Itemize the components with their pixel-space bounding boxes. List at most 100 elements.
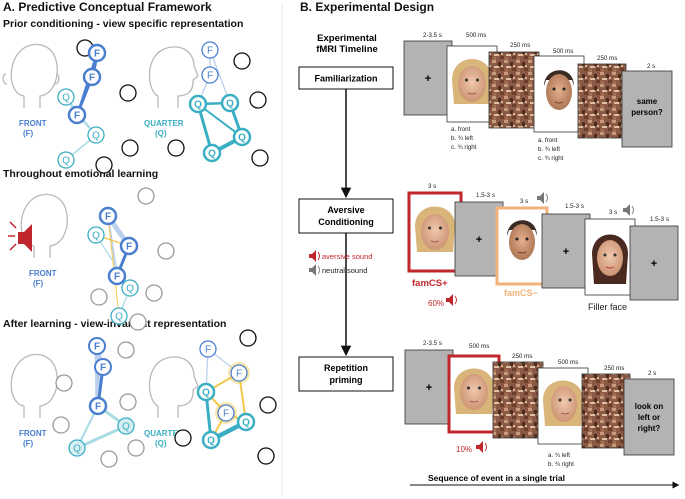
prime-face-female-2	[543, 380, 583, 426]
net1-node-f2: F	[82, 67, 102, 87]
stage-repetition-priming: Repetition priming	[298, 356, 394, 392]
front-label-1: FRONT	[19, 119, 47, 128]
fam-fixation: +	[425, 73, 431, 85]
net2-node-q3-label: Q	[238, 132, 246, 143]
filler-face-label: Filler face	[588, 302, 627, 312]
front-label-3: FRONT	[19, 429, 47, 438]
cond-fixation-2: +	[563, 246, 569, 258]
net2-node-d	[251, 149, 269, 167]
timeline-title-1: Experimental	[317, 33, 377, 44]
net3-node-q1-label: Q	[92, 230, 100, 241]
net3-edge-7	[107, 215, 120, 317]
net5-node-q1: Q	[196, 382, 216, 402]
prime-time-6: 2 s	[648, 370, 656, 377]
prime-overlay-label: FRONT	[459, 421, 487, 430]
net5-node-f1-label: F	[205, 344, 211, 355]
fam-face-female-1	[452, 59, 492, 104]
quarter-label-1: QUARTER	[144, 119, 184, 128]
net4-node-g1	[117, 341, 135, 359]
net4-node-g6	[127, 439, 145, 457]
prime-opt-b: b. ¾ right	[548, 461, 574, 468]
cond-face-female	[415, 206, 455, 252]
net1-node-b	[119, 84, 137, 102]
cond-time-1: 3 s	[428, 183, 436, 190]
net3-node-g1	[137, 187, 155, 205]
prime-question-2: left or	[638, 413, 660, 422]
net4-node-f3: F	[88, 396, 108, 416]
prime-time-4: 500 ms	[558, 359, 578, 366]
legend-aversive: aversive sound	[309, 250, 372, 262]
net3-node-f2-label: F	[126, 241, 132, 252]
fam-row: 2-3.5 s 500 ms 250 ms 500 ms 250 ms 2 s …	[403, 32, 673, 162]
net2-node-q1: Q	[188, 94, 208, 114]
net1-node-c	[121, 139, 139, 157]
net5-node-f3: F	[215, 402, 237, 424]
net4-node-f2: F	[94, 358, 112, 376]
net3-node-g3	[145, 284, 163, 302]
quarter-abbr-1: (Q)	[155, 129, 167, 138]
stage-repetition-label-1: Repetition	[324, 363, 368, 373]
section-after-title: After learning - view-invariant represen…	[3, 318, 226, 330]
cond-time-2: 1.5-3 s	[476, 192, 495, 199]
net5-node-q2: Q	[236, 412, 256, 432]
section-prior-title: Prior conditioning - view specific repre…	[3, 18, 243, 30]
prime-question-screen	[623, 378, 675, 456]
net1-node-f1-label: F	[94, 48, 100, 59]
prime-mask-1	[492, 361, 544, 439]
fam-time-3: 250 ms	[510, 42, 530, 49]
cond-aversive-speaker-icon	[446, 294, 457, 306]
cond-neutral-speaker-icon-2	[623, 204, 634, 216]
front-head-icon-3	[10, 353, 58, 418]
stage-familiarization: Familiarization	[298, 66, 394, 90]
quarter-abbr-2: (Q)	[155, 439, 167, 448]
net4-node-f1-label: F	[94, 341, 100, 352]
stage-familiarization-label: Familiarization	[314, 74, 377, 84]
prime-question-1: look on	[635, 402, 664, 411]
fam-time-6: 2 s	[647, 63, 655, 70]
net3-node-q1: Q	[87, 226, 105, 244]
quarter-label-2: QUARTER	[144, 429, 184, 438]
prime-percent: 10%	[456, 445, 472, 454]
cond-fixation-3: +	[651, 258, 657, 270]
net5-node-q2-label: Q	[242, 417, 250, 428]
net2-node-q4: Q	[202, 143, 222, 163]
net2-node-f2: F	[201, 66, 219, 84]
cond-fixation-1: +	[476, 234, 482, 246]
net3-node-f1-label: F	[105, 211, 111, 222]
net5-node-b	[259, 396, 277, 414]
net2-node-b	[249, 91, 267, 109]
net1-node-q3: Q	[57, 151, 75, 169]
net2-node-f1: F	[201, 41, 219, 59]
net5-node-f2-label: F	[236, 368, 242, 379]
net4-node-q2: Q	[68, 439, 86, 457]
speaker-icon-a	[8, 221, 32, 252]
fam-time-1: 2-3.5 s	[423, 32, 442, 39]
prime-time-2: 500 ms	[469, 343, 489, 350]
net5-node-a	[239, 329, 257, 347]
stage-aversive-label-2: Conditioning	[318, 217, 373, 227]
net4-node-q1: Q	[117, 417, 135, 435]
net3-node-q3-label: Q	[115, 311, 123, 322]
cond-time-3: 3 s	[520, 198, 528, 205]
net4-node-g3	[119, 393, 137, 411]
net1-node-d	[95, 156, 113, 174]
legend-aversive-label: aversive sound	[322, 252, 372, 261]
prime-time-3: 250 ms	[512, 353, 532, 360]
net5-node-q1-label: Q	[202, 387, 210, 398]
fam-question-2: person?	[631, 108, 663, 117]
stage-aversive-conditioning: Aversive Conditioning	[298, 198, 394, 234]
front-abbr-2: (F)	[33, 279, 44, 288]
fam-question-1: same	[637, 97, 658, 106]
fam-time-2: 500 ms	[466, 32, 486, 39]
legend-neutral: neutral sound	[309, 264, 367, 276]
cond-time-4: 1.5-3 s	[565, 203, 584, 210]
net2-node-c	[167, 139, 185, 157]
fam-mask-2	[577, 63, 627, 139]
quarter-head-icon-2	[148, 356, 199, 418]
cond-neutral-speaker-icon-1	[537, 192, 548, 204]
net1-node-q1: Q	[57, 88, 75, 106]
